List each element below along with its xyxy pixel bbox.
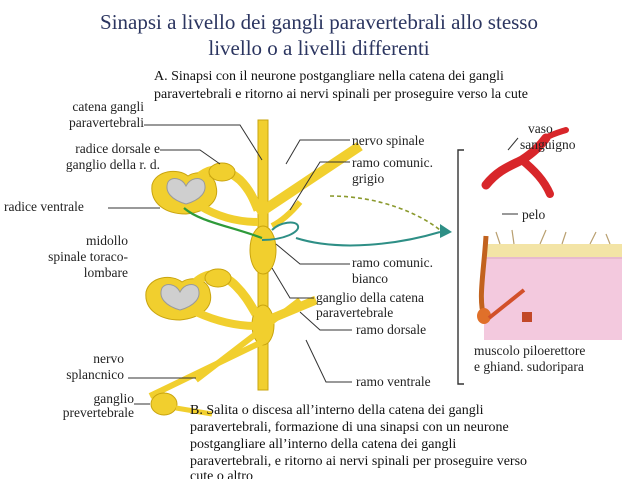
sympathetic-chain [249, 119, 277, 391]
blood-vessel [481, 127, 569, 198]
section-b-line-3: postgangliare all’interno della catena d… [190, 437, 457, 452]
label-pelo: pelo [522, 207, 546, 222]
label-ganglio-catena-1: ganglio della catena [316, 290, 424, 305]
section-b-line-4: paravertebrali, e ritorno ai nervi spina… [190, 454, 528, 469]
section-a-line-1: A. Sinapsi con il neurone postgangliare … [154, 69, 504, 84]
label-midollo-3: lombare [83, 265, 128, 280]
label-vaso-1: vaso [528, 121, 553, 136]
section-b-line-1: B. Salita o discesa all’interno della ca… [190, 403, 484, 418]
target-arrowhead [440, 224, 452, 238]
label-midollo-2: spinale toraco- [48, 249, 128, 264]
hair-follicle [477, 235, 532, 324]
postganglionic-fiber [261, 221, 300, 241]
label-radice-ventrale: radice ventrale [4, 199, 84, 214]
label-ramo-dorsale: ramo dorsale [356, 322, 427, 337]
label-nervo-splancnico-1: nervo [93, 351, 124, 366]
label-muscolo-2: e ghiand. sudoripara [474, 359, 584, 374]
splanchnic-nerve [148, 297, 302, 417]
section-a-line-2: paravertebrali e ritorno ai nervi spinal… [154, 87, 528, 102]
label-midollo-1: midollo [85, 233, 128, 248]
label-ganglio-prevertebrale-2: prevertebrale [62, 405, 134, 420]
section-b-line-5: cute o altro [190, 470, 253, 479]
title-line-1: Sinapsi a livello dei gangli paravertebr… [100, 10, 538, 34]
section-b-line-2: paravertebrali, formazione di una sinaps… [190, 420, 509, 435]
label-nervo-splancnico-2: splancnico [66, 367, 124, 382]
skin-block [484, 229, 622, 340]
label-radice-dorsale-1: radice dorsale e [75, 141, 160, 156]
label-ramo-bianco-1: ramo comunic. [352, 255, 433, 270]
preganglionic-fiber [183, 207, 263, 240]
label-vaso-2: sanguigno [520, 137, 576, 152]
label-ramo-grigio-2: grigio [352, 171, 385, 186]
leader-lines [108, 124, 519, 405]
label-ramo-bianco-2: bianco [352, 271, 388, 286]
label-nervo-spinale: nervo spinale [352, 133, 425, 148]
label-ganglio-prevertebrale-1: ganglio [93, 391, 135, 406]
postganglionic-to-target [295, 231, 441, 247]
label-ganglio-catena-2: paravertebrale [316, 305, 394, 320]
spinal-cord-upper [151, 141, 363, 229]
postganglionic-dashed [329, 195, 441, 231]
target-bracket [457, 149, 464, 385]
title-line-2: livello o a livelli differenti [208, 36, 430, 60]
label-catena-2: paravertebrali [69, 115, 144, 130]
label-muscolo-1: muscolo piloerettore [474, 343, 586, 358]
label-catena-1: catena gangli [72, 99, 144, 114]
label-ramo-ventrale: ramo ventrale [356, 374, 431, 389]
spinal-cord-lower [145, 268, 318, 330]
label-radice-dorsale-2: ganglio della r. d. [65, 157, 160, 172]
label-ramo-grigio-1: ramo comunic. [352, 155, 433, 170]
